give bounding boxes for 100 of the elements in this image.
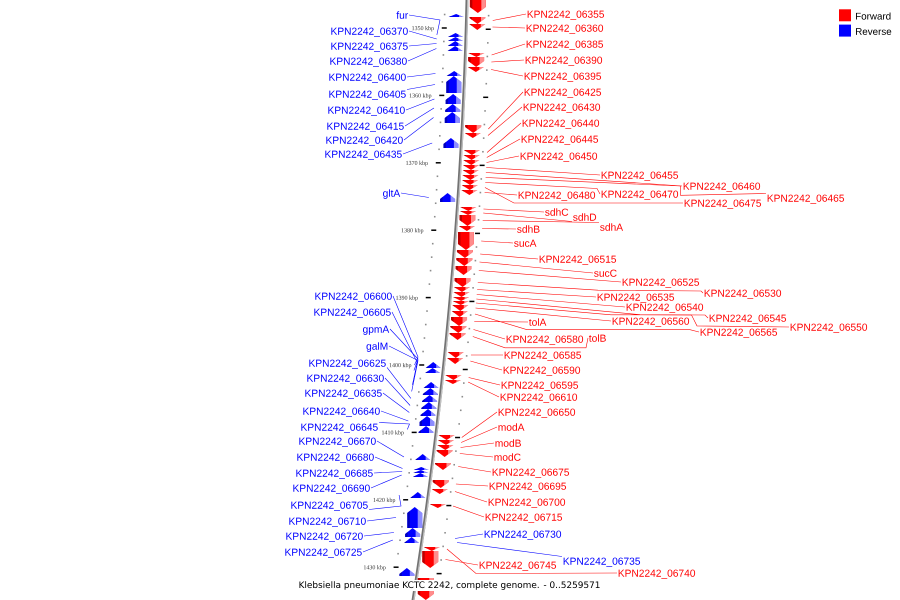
leader-line	[491, 60, 524, 62]
gene-glyph	[405, 528, 420, 537]
gene-glyph	[415, 454, 430, 460]
leader-line	[480, 254, 538, 260]
gene-label: KPN2242_06580	[506, 336, 584, 345]
gene-label: KPN2242_06640	[303, 408, 380, 417]
leader-line	[478, 270, 622, 282]
gene-label: KPN2242_06385	[526, 40, 604, 50]
leader-line	[392, 312, 418, 371]
gene-label: modB	[495, 439, 521, 447]
gene-glyph	[447, 358, 464, 364]
leader-line	[480, 240, 514, 244]
leader-line	[460, 453, 494, 458]
leader-line	[492, 14, 526, 21]
gene-glyph	[469, 24, 486, 30]
gene-label: KPN2242_06600	[315, 292, 392, 302]
leader-line	[484, 182, 600, 194]
gene-glyph	[424, 547, 440, 551]
gene-label: tolA	[528, 318, 546, 326]
gene-label: KPN2242_06560	[612, 318, 690, 327]
gene-label: KPN2242_06605	[314, 308, 391, 318]
gene-glyph	[454, 292, 470, 297]
leader-line	[408, 43, 437, 46]
gene-label: KPN2242_06435	[325, 150, 402, 160]
leader-line	[474, 314, 700, 332]
gene-glyph	[446, 94, 461, 104]
gene-label: KPN2242_06710	[289, 518, 366, 527]
gene-glyph	[414, 467, 429, 470]
leader-line	[402, 142, 432, 154]
gene-glyph	[418, 426, 434, 433]
gene-label: KPN2242_06430	[524, 104, 600, 113]
gene-label: KPN2242_06425	[524, 88, 602, 98]
gene-glyph	[456, 250, 473, 258]
leader-line	[400, 192, 430, 198]
leader-line	[486, 156, 520, 163]
leader-line	[374, 456, 403, 469]
gene-glyph	[462, 165, 479, 170]
leader-line	[408, 14, 440, 36]
gene-glyph	[462, 180, 478, 185]
leader-line	[476, 289, 596, 298]
leader-line	[408, 48, 437, 62]
leader-line	[488, 106, 522, 136]
leader-line	[445, 559, 478, 566]
leader-line	[380, 410, 409, 422]
gene-label: KPN2242_06740	[618, 570, 696, 579]
gene-glyph	[453, 297, 470, 301]
gene-label: fur	[396, 11, 408, 19]
gene-label: KPN2242_06515	[540, 256, 616, 265]
gene-glyph	[434, 463, 451, 470]
gene-label: KPN2242_06705	[291, 502, 368, 511]
gene-glyph	[422, 388, 438, 395]
gene-label: tolB	[588, 334, 606, 342]
leader-line	[488, 92, 524, 130]
gene-label: sucA	[514, 240, 536, 247]
gene-label: KPN2242_06360	[526, 24, 604, 34]
leader-line	[404, 117, 434, 140]
gene-glyph	[432, 480, 449, 488]
gene-glyph	[462, 175, 478, 180]
gene-label: KPN2242_06440	[522, 120, 600, 129]
leader-line	[386, 367, 412, 399]
gene-glyph	[426, 362, 441, 368]
gene-glyph	[413, 470, 428, 473]
gene-label: KPN2242_06420	[326, 136, 403, 146]
gene-label: KPN2242_06400	[329, 74, 406, 83]
gene-label: sdhA	[600, 223, 624, 231]
gene-glyph	[425, 368, 440, 373]
gene-glyph	[464, 133, 481, 138]
gene-glyph	[468, 67, 484, 72]
leader-line	[408, 30, 438, 40]
gene-label: KPN2242_06530	[704, 290, 782, 299]
leader-line	[482, 212, 572, 222]
gene-glyph	[444, 112, 460, 123]
gene-glyph	[445, 375, 462, 380]
leader-line	[486, 167, 600, 176]
leader-line	[454, 491, 488, 502]
gene-label: KPN2242_06675	[492, 468, 570, 478]
gene-label: KPN2242_06590	[504, 366, 580, 376]
gene-glyph	[430, 504, 446, 508]
leader-line	[472, 336, 588, 348]
gene-label: KPN2242_06470	[602, 190, 678, 200]
gene-label: KPN2242_06355	[528, 10, 604, 20]
leader-line	[476, 294, 626, 308]
leader-line	[406, 84, 436, 90]
gene-glyph	[460, 211, 476, 215]
leader-line	[476, 298, 708, 318]
leader-line	[486, 138, 520, 158]
gene-label: KPN2242_06460	[684, 182, 760, 192]
gene-label: KPN2242_06690	[293, 484, 370, 494]
gene-label: gpmA	[362, 326, 390, 335]
gene-label: KPN2242_06410	[328, 106, 405, 116]
gene-label: KPN2242_06610	[500, 394, 578, 403]
gene-glyph	[452, 311, 468, 317]
gene-glyph	[463, 160, 480, 165]
gene-glyph	[421, 402, 436, 409]
leader-line	[468, 377, 500, 386]
gene-label: KPN2242_06725	[285, 548, 362, 558]
gene-label: KPN2242_06670	[299, 438, 376, 447]
leader-line	[484, 187, 684, 204]
gene-glyph	[450, 333, 466, 340]
gene-glyph	[438, 440, 454, 445]
